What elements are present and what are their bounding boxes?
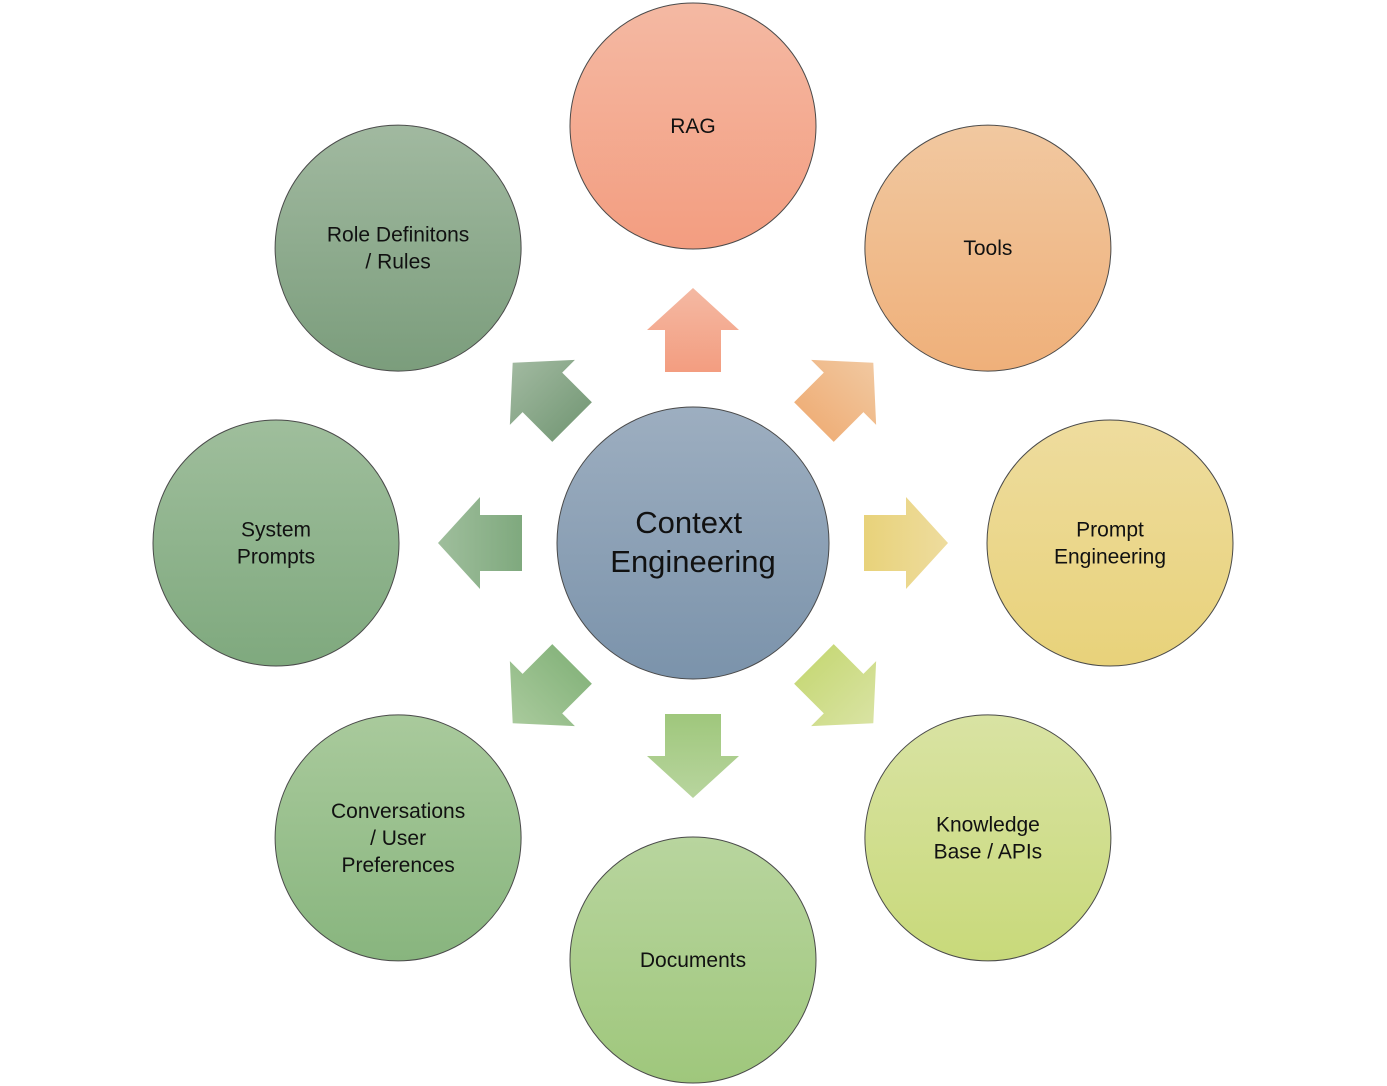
node-label-line: Tools xyxy=(963,237,1012,260)
node-label-line: Knowledge xyxy=(936,813,1040,836)
node-label-line: Documents xyxy=(640,949,746,972)
arrow-to-prompt-engineering xyxy=(864,497,948,589)
arrows-layer xyxy=(438,288,948,798)
node-label-line: / User xyxy=(370,827,426,850)
node-circle xyxy=(274,124,522,372)
node-label-line: / Rules xyxy=(365,251,430,274)
center-node: Context Engineering xyxy=(556,406,830,680)
node-circle xyxy=(274,714,522,962)
node-label: RAG xyxy=(670,115,716,138)
node-label-line: System xyxy=(241,519,311,542)
arrow-to-knowledge-base-apis xyxy=(794,644,877,727)
center-label: Context Engineering xyxy=(610,505,775,579)
node-role-definitions-rules: Role Definitons / Rules xyxy=(274,124,522,372)
node-circle xyxy=(152,419,400,667)
arrow-to-system-prompts xyxy=(438,497,522,589)
arrow-to-conversations-user-preferences xyxy=(509,644,592,727)
node-label: Tools xyxy=(963,237,1012,260)
node-label-line: Prompts xyxy=(237,546,315,569)
node-label: Documents xyxy=(640,949,746,972)
node-label-line: Preferences xyxy=(341,854,454,877)
node-label-line: Role Definitons xyxy=(327,224,469,247)
node-label-line: Prompt xyxy=(1076,519,1144,542)
node-label: Role Definitons / Rules xyxy=(327,224,469,274)
arrow-to-rag xyxy=(647,288,739,372)
node-circle xyxy=(864,124,1112,372)
arrow-to-tools xyxy=(794,359,877,442)
node-circle xyxy=(569,2,817,250)
node-circle xyxy=(864,714,1112,962)
node-label-line: Base / APIs xyxy=(934,840,1043,863)
arrow-to-documents xyxy=(647,714,739,798)
center-label-line: Engineering xyxy=(610,544,775,579)
node-tools: Tools xyxy=(864,124,1112,372)
node-label-line: Engineering xyxy=(1054,546,1166,569)
node-label-line: RAG xyxy=(670,115,716,138)
node-circle xyxy=(569,836,817,1084)
node-label-line: Conversations xyxy=(331,800,465,823)
node-rag: RAG xyxy=(569,2,817,250)
node-documents: Documents xyxy=(569,836,817,1084)
center-circle xyxy=(556,406,830,680)
node-circle xyxy=(986,419,1234,667)
center-label-line: Context xyxy=(635,505,742,540)
arrow-to-role-definitions-rules xyxy=(509,359,592,442)
